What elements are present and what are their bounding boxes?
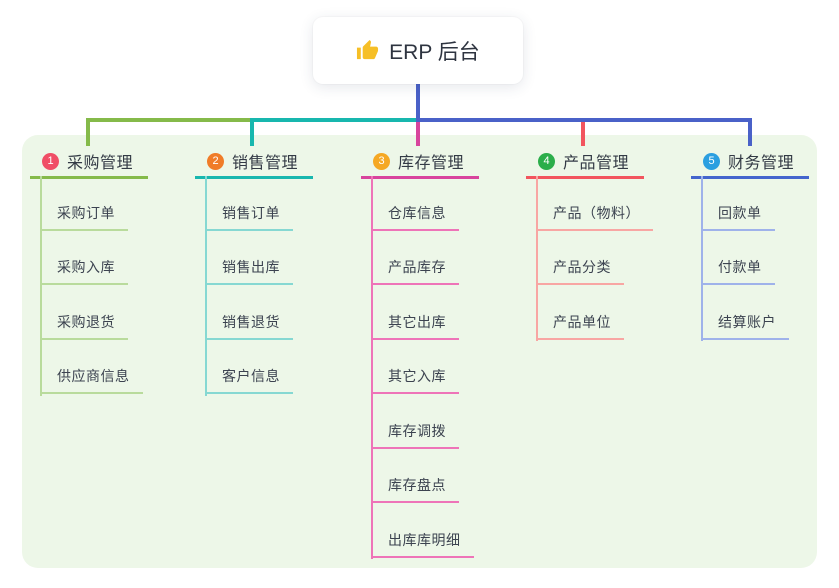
branch-product: 4 产品管理 产品（物料） 产品分类 产品单位 — [526, 145, 676, 341]
branch-number-badge: 1 — [42, 152, 59, 170]
branch-number-badge: 3 — [373, 152, 390, 170]
connector-drop-product — [581, 122, 585, 146]
branch-items: 仓库信息 产品库存 其它出库 其它入库 库存调拨 库存盘点 出库库明细 — [371, 176, 474, 558]
node-item[interactable]: 其它出库 — [371, 285, 459, 340]
branch-number-badge: 5 — [703, 152, 720, 170]
thumbs-up-icon — [356, 39, 379, 62]
branch-items: 销售订单 销售出库 销售退货 客户信息 — [205, 176, 293, 394]
connector-drop-sales — [250, 118, 254, 146]
branch-connector-line — [40, 176, 42, 396]
node-item-label: 采购订单 — [57, 204, 115, 221]
node-item-label: 销售出库 — [222, 259, 280, 275]
branch-items: 回款单 付款单 结算账户 — [701, 176, 789, 340]
connector-trunk-blue — [416, 118, 752, 122]
node-item[interactable]: 产品单位 — [536, 285, 624, 340]
connector-drop-inventory — [416, 122, 420, 146]
node-item-label: 其它出库 — [388, 313, 446, 330]
node-item-label: 库存盘点 — [388, 477, 446, 493]
connector-trunk-green — [86, 118, 254, 122]
branch-sales-header[interactable]: 2 销售管理 — [195, 148, 345, 174]
node-item-label: 产品分类 — [553, 259, 611, 275]
node-item[interactable]: 回款单 — [701, 176, 775, 231]
branch-label: 财务管理 — [728, 155, 795, 172]
node-item[interactable]: 产品分类 — [536, 231, 624, 285]
node-item[interactable]: 供应商信息 — [40, 340, 143, 394]
node-item-label: 出库库明细 — [388, 531, 461, 548]
node-item[interactable]: 采购订单 — [40, 176, 128, 231]
node-item[interactable]: 客户信息 — [205, 340, 293, 394]
branch-purchase-header[interactable]: 1 采购管理 — [30, 148, 180, 174]
node-item[interactable]: 销售出库 — [205, 231, 293, 285]
branch-label: 销售管理 — [232, 155, 299, 172]
node-item-label: 付款单 — [718, 259, 762, 275]
branch-label: 产品管理 — [563, 155, 630, 172]
branch-product-header[interactable]: 4 产品管理 — [526, 148, 676, 174]
node-item[interactable]: 销售退货 — [205, 285, 293, 340]
connector-drop-purchase — [86, 118, 90, 146]
node-item-label: 结算账户 — [718, 313, 776, 330]
branch-items: 产品（物料） 产品分类 产品单位 — [536, 176, 653, 340]
node-item-label: 产品（物料） — [553, 204, 640, 221]
node-item[interactable]: 产品库存 — [371, 231, 459, 285]
branch-inventory-header[interactable]: 3 库存管理 — [361, 148, 511, 174]
branch-underline — [361, 176, 479, 179]
branch-inventory: 3 库存管理 仓库信息 产品库存 其它出库 其它入库 库存调拨 库存盘点 出库库… — [361, 145, 511, 559]
branch-sales: 2 销售管理 销售订单 销售出库 销售退货 客户信息 — [195, 145, 345, 396]
branch-underline — [526, 176, 644, 179]
branch-number-badge: 4 — [538, 152, 555, 170]
branch-underline — [691, 176, 809, 179]
branch-connector-line — [371, 176, 373, 559]
node-item-label: 采购入库 — [57, 259, 115, 275]
node-item[interactable]: 其它入库 — [371, 340, 459, 394]
node-item-label: 产品单位 — [553, 313, 611, 330]
node-item-label: 回款单 — [718, 204, 762, 221]
node-item[interactable]: 销售订单 — [205, 176, 293, 231]
branch-items: 采购订单 采购入库 采购退货 供应商信息 — [40, 176, 143, 394]
branch-number-badge: 2 — [207, 152, 224, 170]
node-item-label: 销售退货 — [222, 313, 280, 330]
connector-trunk-teal — [252, 118, 418, 122]
root-node[interactable]: ERP 后台 — [313, 17, 523, 84]
node-item[interactable]: 付款单 — [701, 231, 775, 285]
branch-label: 库存管理 — [398, 155, 465, 172]
node-item[interactable]: 出库库明细 — [371, 503, 474, 558]
branches-panel — [22, 135, 817, 568]
node-item[interactable]: 结算账户 — [701, 285, 789, 340]
node-item-label: 销售订单 — [222, 204, 280, 221]
branch-purchase: 1 采购管理 采购订单 采购入库 采购退货 供应商信息 — [30, 145, 180, 396]
branch-label: 采购管理 — [67, 155, 134, 172]
node-item-label: 产品库存 — [388, 259, 446, 275]
branch-underline — [195, 176, 313, 179]
node-item-label: 其它入库 — [388, 368, 446, 384]
node-item-label: 供应商信息 — [57, 368, 130, 384]
node-item[interactable]: 采购退货 — [40, 285, 128, 340]
branch-connector-line — [701, 176, 703, 341]
connector-root-line — [416, 84, 420, 118]
node-item[interactable]: 产品（物料） — [536, 176, 653, 231]
connector-drop-finance — [748, 118, 752, 146]
node-item[interactable]: 采购入库 — [40, 231, 128, 285]
node-item[interactable]: 库存盘点 — [371, 449, 459, 503]
branch-finance-header[interactable]: 5 财务管理 — [691, 148, 839, 174]
node-item-label: 库存调拨 — [388, 422, 446, 439]
node-item-label: 采购退货 — [57, 313, 115, 330]
branch-connector-line — [536, 176, 538, 341]
branch-finance: 5 财务管理 回款单 付款单 结算账户 — [691, 145, 839, 341]
node-item[interactable]: 库存调拨 — [371, 394, 459, 449]
root-label: ERP 后台 — [389, 40, 480, 64]
node-item-label: 仓库信息 — [388, 204, 446, 221]
branch-underline — [30, 176, 148, 179]
node-item[interactable]: 仓库信息 — [371, 176, 459, 231]
branch-connector-line — [205, 176, 207, 396]
node-item-label: 客户信息 — [222, 368, 280, 384]
